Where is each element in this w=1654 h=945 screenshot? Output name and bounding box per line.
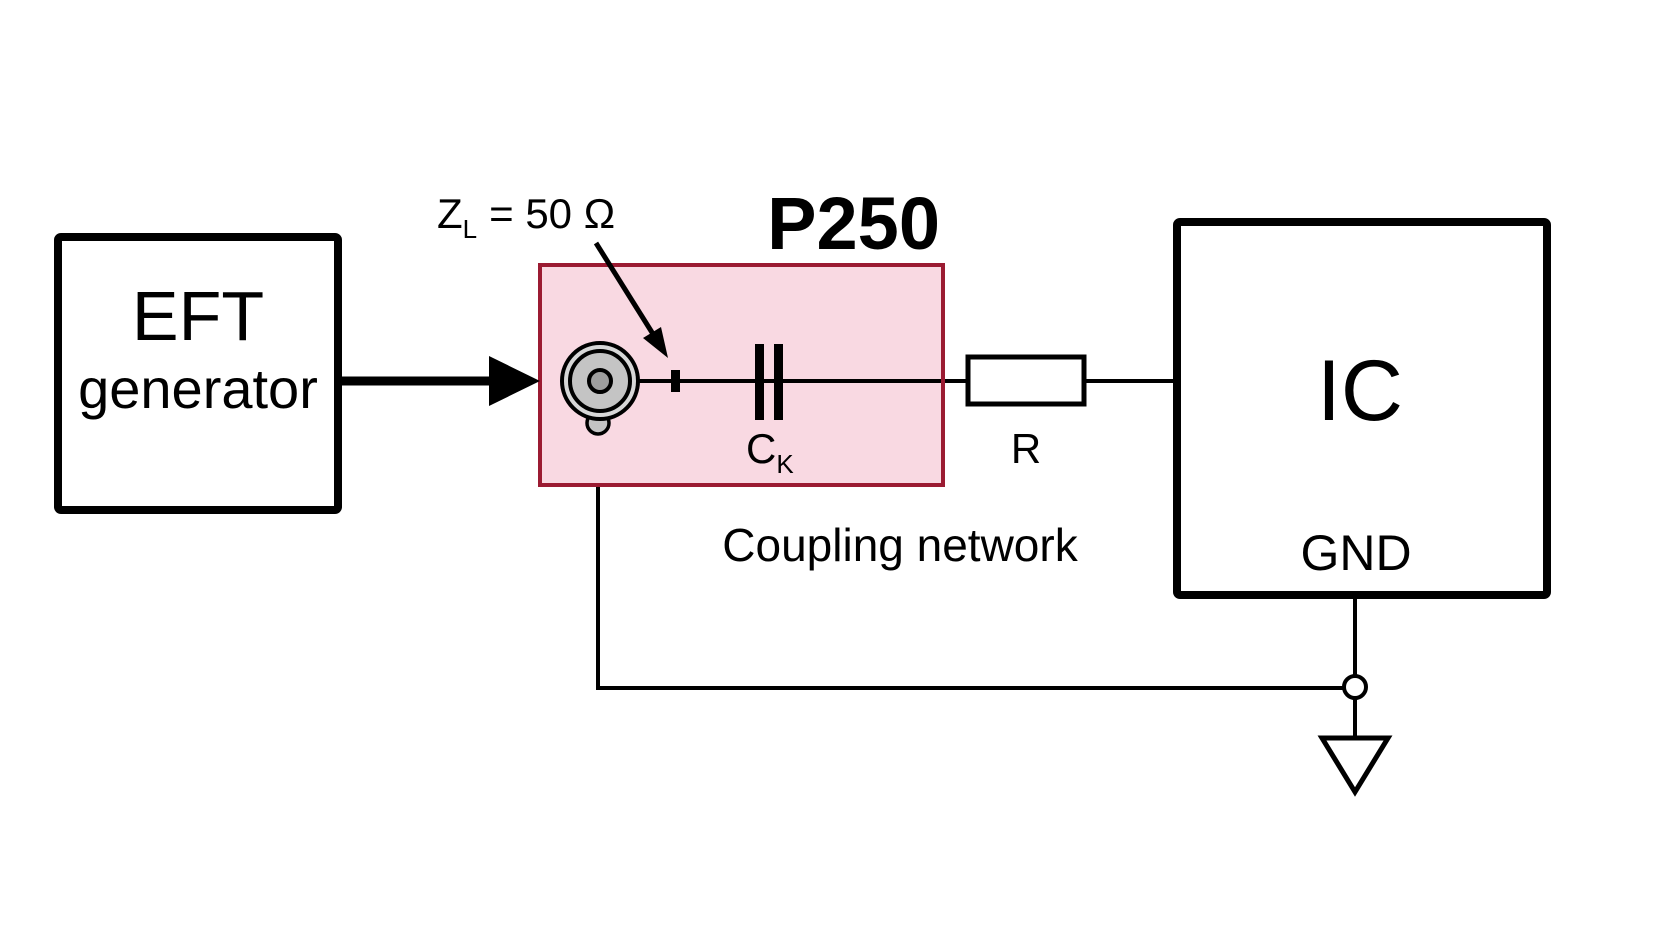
ic-box	[1173, 218, 1551, 599]
capacitor-symbol: C	[746, 425, 776, 472]
capacitor-plate-left	[755, 344, 764, 420]
impedance-pointer-head	[643, 327, 668, 358]
capacitor-subscript: K	[776, 449, 794, 479]
ic-gnd-pin-label: GND	[1300, 525, 1411, 581]
impedance-symbol: Z	[437, 190, 463, 237]
impedance-pointer-line	[593, 241, 656, 336]
bnc-center-pin	[587, 368, 613, 394]
bnc-connector	[560, 341, 640, 436]
impedance-subscript: L	[463, 214, 477, 244]
series-resistor-box	[965, 354, 1087, 407]
eft-generator-box	[54, 233, 342, 514]
eft-generator-label-line2: generator	[78, 357, 318, 420]
ground-node-circle	[1342, 674, 1368, 700]
coupling-network-caption: Coupling network	[722, 519, 1078, 571]
terminator-mark	[671, 370, 680, 392]
impedance-label: ZL = 50 Ω	[437, 190, 615, 244]
eft-generator-label-line1: EFT	[132, 277, 264, 355]
p250-label: P250	[767, 182, 940, 265]
impedance-value: = 50 Ω	[489, 190, 615, 237]
resistor-label: R	[1011, 425, 1041, 472]
coupling-network-box	[538, 263, 945, 487]
ic-label: IC	[1317, 343, 1403, 439]
coupling-capacitor	[755, 344, 783, 420]
capacitor-plate-right	[774, 344, 783, 420]
eft-output-arrow-head	[489, 356, 540, 406]
ground-symbol-triangle	[1317, 735, 1393, 797]
capacitor-label: CK	[746, 425, 794, 479]
